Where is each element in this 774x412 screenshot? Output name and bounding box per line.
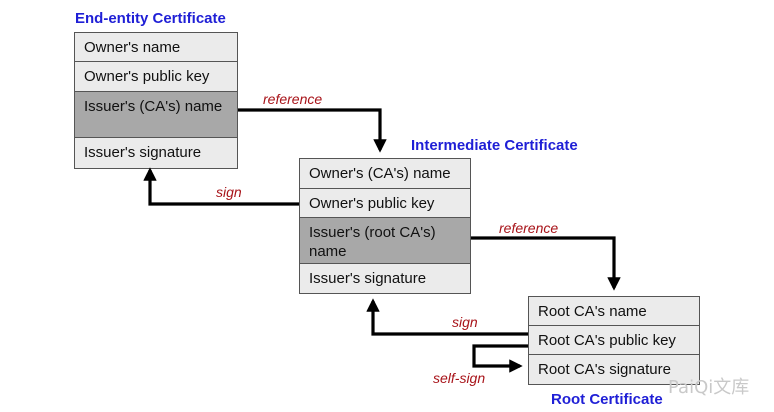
root-ca-public-key: Root CA's public key: [529, 326, 699, 355]
watermark: PaiQi文库: [668, 377, 750, 398]
root-ca-signature: Root CA's signature: [529, 355, 699, 384]
end-entity-owner-public-key: Owner's public key: [75, 62, 237, 92]
root-ca-name: Root CA's name: [529, 297, 699, 326]
sign-arrow-1: [143, 167, 299, 206]
root-title: Root Certificate: [551, 391, 663, 408]
end-entity-issuer-name: Issuer's (CA's) name: [75, 92, 237, 138]
intermediate-title: Intermediate Certificate: [411, 137, 578, 154]
reference-arrow-2: [471, 236, 621, 291]
reference-label-1: reference: [263, 91, 322, 107]
sign-arrow-2: [366, 298, 528, 336]
root-certificate: Root CA's name Root CA's public key Root…: [528, 296, 700, 385]
intermediate-issuer-name: Issuer's (root CA's) name: [300, 218, 470, 264]
intermediate-issuer-signature: Issuer's signature: [300, 264, 470, 293]
end-entity-title: End-entity Certificate: [75, 10, 226, 27]
intermediate-owner-name: Owner's (CA's) name: [300, 159, 470, 189]
end-entity-issuer-signature: Issuer's signature: [75, 138, 237, 168]
end-entity-certificate: Owner's name Owner's public key Issuer's…: [74, 32, 238, 169]
reference-arrow-1: [238, 108, 387, 153]
intermediate-certificate: Owner's (CA's) name Owner's public key I…: [299, 158, 471, 294]
reference-label-2: reference: [499, 220, 558, 236]
self-sign-label: self-sign: [433, 370, 485, 386]
sign-label-1: sign: [216, 184, 242, 200]
sign-label-2: sign: [452, 314, 478, 330]
end-entity-owner-name: Owner's name: [75, 33, 237, 62]
self-sign-arrow: [472, 344, 528, 373]
intermediate-owner-public-key: Owner's public key: [300, 189, 470, 218]
